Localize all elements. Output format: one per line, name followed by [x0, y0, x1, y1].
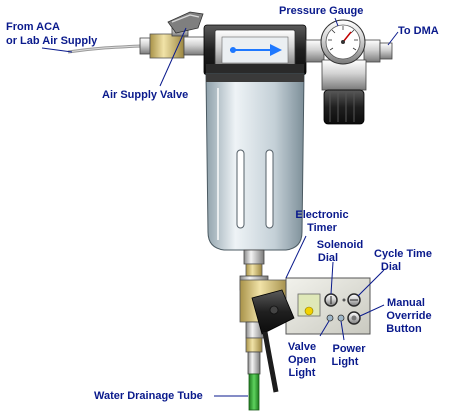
label-power-line1: Power	[332, 343, 366, 355]
label-manual-line3: Button	[386, 323, 422, 335]
pressure-gauge	[321, 20, 365, 64]
label-valve-line3: Light	[289, 367, 316, 379]
label-pressure-gauge: Pressure Gauge	[279, 5, 363, 17]
label-manual-line1: Manual	[387, 297, 425, 309]
power-light	[338, 315, 344, 321]
bowl-drain-fitting	[244, 250, 264, 264]
leader-dma	[388, 32, 398, 45]
air-supply-valve[interactable]	[140, 12, 206, 58]
label-supply-line2: or Lab Air Supply	[6, 35, 98, 47]
label-cycle-line2: Dial	[381, 261, 401, 273]
label-cycle-line1: Cycle Time	[374, 248, 432, 260]
label-to-dma: To DMA	[398, 25, 439, 37]
label-air-supply-valve: Air Supply Valve	[102, 89, 188, 101]
valve-open-light	[327, 315, 333, 321]
electronic-timer	[240, 276, 370, 338]
water-drainage-tube	[249, 374, 259, 410]
label-solenoid-line1: Solenoid	[317, 239, 363, 251]
label-valve-line2: Open	[288, 354, 316, 366]
label-drain-tube: Water Drainage Tube	[94, 390, 203, 402]
label-solenoid-line2: Dial	[318, 252, 338, 264]
bowl-slot-left	[237, 150, 244, 228]
label-manual-line2: Override	[386, 310, 431, 322]
label-timer-line2: Timer	[307, 222, 337, 234]
display-indicator-icon	[305, 307, 313, 315]
filter-head	[204, 25, 306, 75]
bowl-slot-right	[266, 150, 273, 228]
label-power-line2: Light	[332, 356, 359, 368]
label-valve-line1: Valve	[288, 341, 316, 353]
filter-bowl	[206, 74, 304, 250]
label-supply-line1: From ACA	[6, 21, 60, 33]
timer-cable	[265, 332, 276, 392]
leader-supply	[42, 48, 72, 52]
label-timer-line1: Electronic	[295, 209, 348, 221]
